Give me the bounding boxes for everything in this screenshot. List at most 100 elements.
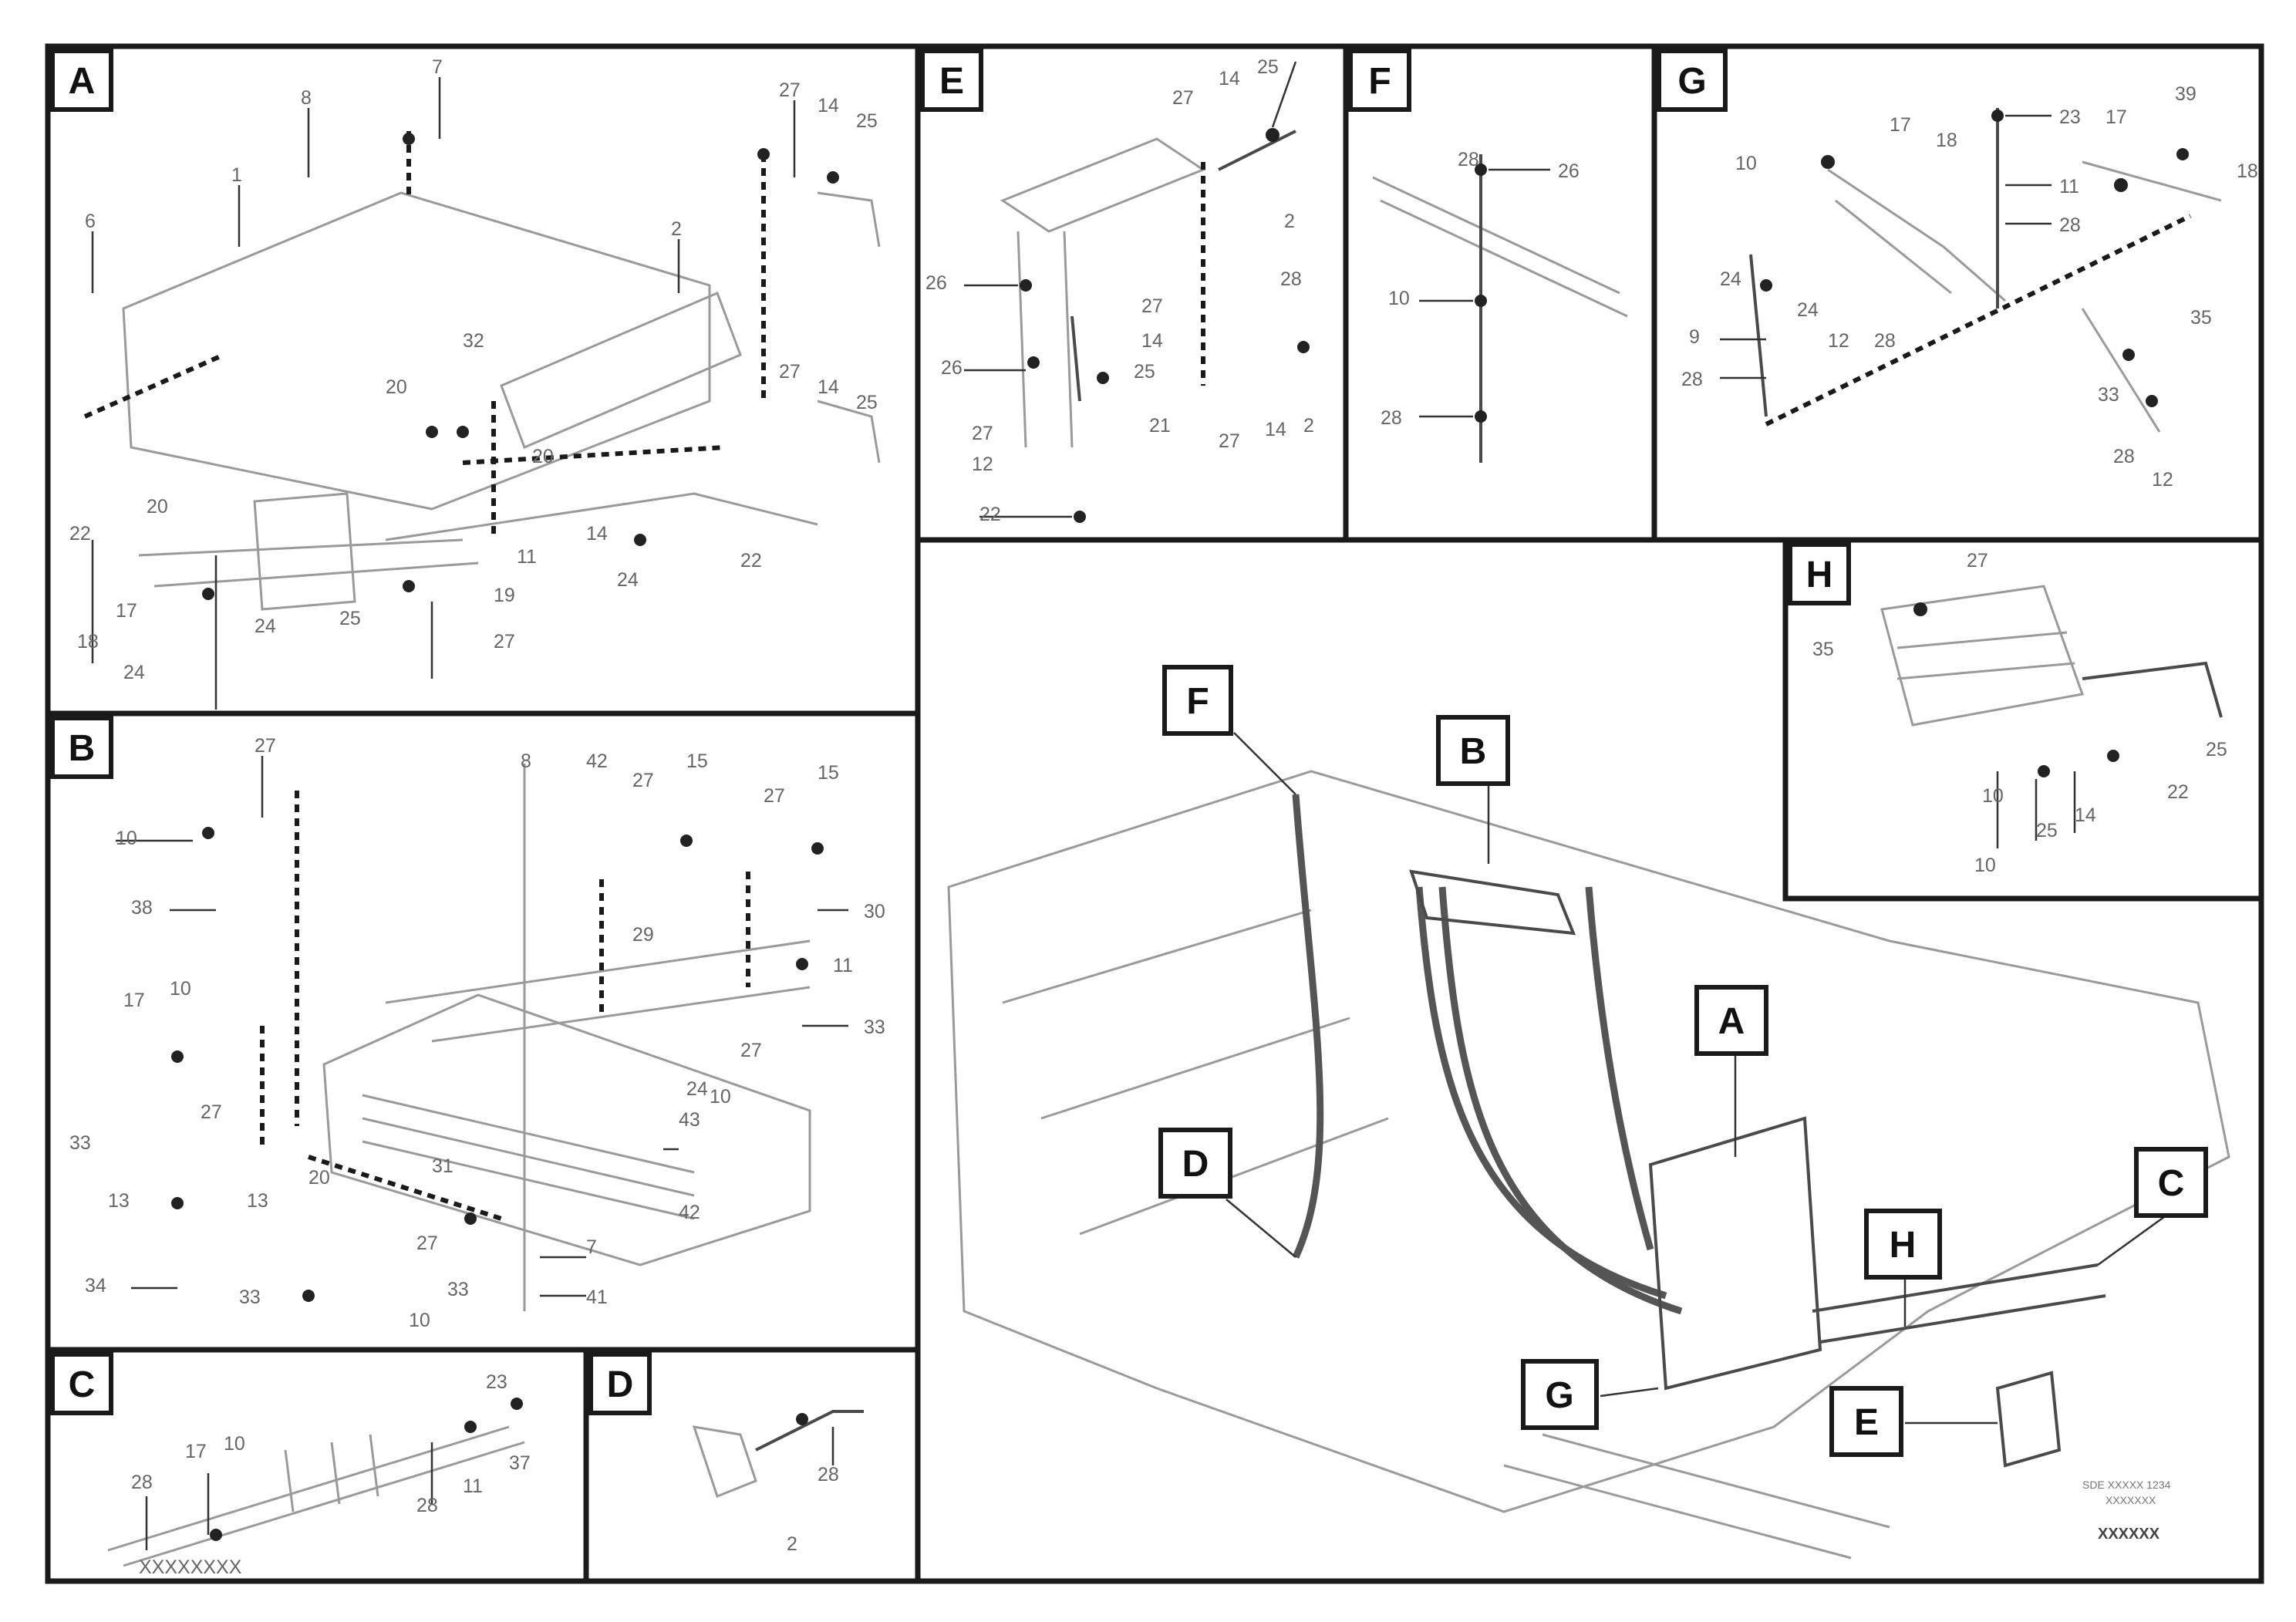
overview-marker-label: F <box>1186 681 1209 722</box>
svg-text:11: 11 <box>517 546 537 568</box>
panel-label-d: D <box>607 1364 634 1405</box>
svg-text:18: 18 <box>77 631 99 653</box>
panel-label-c: C <box>69 1364 96 1405</box>
svg-text:10: 10 <box>409 1310 430 1331</box>
svg-text:24: 24 <box>617 569 639 591</box>
svg-text:12: 12 <box>1828 330 1849 352</box>
svg-text:37: 37 <box>509 1452 531 1474</box>
svg-text:14: 14 <box>1219 68 1240 89</box>
svg-text:15: 15 <box>818 762 839 784</box>
svg-text:14: 14 <box>2075 804 2096 826</box>
svg-text:22: 22 <box>2167 781 2189 803</box>
svg-text:7: 7 <box>432 56 443 78</box>
svg-text:27: 27 <box>201 1101 222 1123</box>
svg-text:27: 27 <box>1967 550 1988 572</box>
svg-text:27: 27 <box>1141 295 1163 317</box>
svg-text:33: 33 <box>864 1017 885 1038</box>
svg-text:2: 2 <box>1303 415 1314 437</box>
panel-b-drawing: 27 8 42 27 15 27 15 10 38 30 29 11 33 17… <box>69 735 885 1331</box>
svg-text:10: 10 <box>1974 855 1996 876</box>
svg-text:18: 18 <box>2237 160 2258 182</box>
overview-marker-a: A <box>1694 985 1768 1056</box>
svg-text:30: 30 <box>864 901 885 922</box>
svg-text:10: 10 <box>1735 153 1757 174</box>
overview-machine-drawing <box>947 770 2230 1560</box>
panel-label-tag-e: E <box>920 49 983 112</box>
svg-text:24: 24 <box>1720 268 1741 290</box>
panel-label-tag-b: B <box>50 716 113 779</box>
svg-text:17: 17 <box>185 1441 207 1462</box>
svg-text:24: 24 <box>255 615 276 637</box>
overview-marker-c: C <box>2134 1147 2208 1218</box>
svg-text:12: 12 <box>972 454 993 475</box>
svg-text:22: 22 <box>69 523 91 545</box>
svg-text:20: 20 <box>386 376 407 398</box>
svg-text:8: 8 <box>301 87 312 109</box>
svg-text:10: 10 <box>116 828 137 849</box>
svg-text:12: 12 <box>2152 469 2173 491</box>
svg-text:43: 43 <box>679 1109 700 1131</box>
svg-text:17: 17 <box>116 600 137 622</box>
panel-label-f: F <box>1368 61 1391 102</box>
svg-text:20: 20 <box>147 496 168 518</box>
svg-text:26: 26 <box>925 272 947 294</box>
drawing-ref-line-1: SDE XXXXX 1234 <box>2082 1479 2171 1491</box>
svg-text:42: 42 <box>679 1202 700 1223</box>
svg-text:14: 14 <box>1265 419 1286 440</box>
svg-text:25: 25 <box>1134 361 1155 383</box>
svg-text:10: 10 <box>1982 785 2004 807</box>
svg-text:10: 10 <box>1388 288 1410 309</box>
svg-text:28: 28 <box>1381 407 1402 429</box>
svg-text:19: 19 <box>494 585 515 606</box>
overview-marker-label: H <box>1890 1225 1917 1266</box>
svg-text:17: 17 <box>1890 114 1911 136</box>
svg-text:2: 2 <box>787 1533 797 1555</box>
overview-marker-label: C <box>2158 1163 2185 1204</box>
overview-marker-f: F <box>1162 665 1233 736</box>
svg-text:25: 25 <box>339 608 361 629</box>
svg-text:18: 18 <box>1936 130 1957 151</box>
svg-text:7: 7 <box>586 1236 597 1258</box>
svg-text:41: 41 <box>586 1286 608 1308</box>
svg-text:39: 39 <box>2175 83 2197 105</box>
panel-label-e: E <box>939 61 964 102</box>
panel-label-b: B <box>69 728 96 769</box>
svg-text:27: 27 <box>1219 430 1240 452</box>
drawing-ref-line-2: XXXXXXX <box>2106 1494 2156 1506</box>
svg-text:28: 28 <box>818 1464 839 1485</box>
svg-text:35: 35 <box>2190 307 2212 329</box>
svg-text:38: 38 <box>131 897 153 919</box>
svg-text:28: 28 <box>131 1472 153 1493</box>
overview-marker-label: E <box>1854 1402 1879 1443</box>
svg-text:33: 33 <box>447 1279 469 1300</box>
panel-frames <box>45 43 2264 1584</box>
panel-label-tag-f: F <box>1348 49 1411 112</box>
panel-d-drawing: 28 2 <box>692 1410 864 1555</box>
svg-text:33: 33 <box>239 1286 261 1308</box>
svg-text:8: 8 <box>521 750 531 772</box>
svg-text:XXXXXXXX: XXXXXXXX <box>139 1556 242 1578</box>
overview-marker-label: D <box>1182 1144 1209 1185</box>
svg-text:28: 28 <box>416 1495 438 1516</box>
svg-text:9: 9 <box>1689 326 1700 348</box>
svg-text:28: 28 <box>1458 149 1479 170</box>
svg-text:17: 17 <box>2106 106 2127 128</box>
svg-text:20: 20 <box>308 1167 330 1189</box>
svg-text:27: 27 <box>255 735 276 757</box>
svg-text:13: 13 <box>247 1190 268 1212</box>
panel-label-h: H <box>1806 555 1833 595</box>
panel-label-tag-g: G <box>1657 49 1728 112</box>
svg-text:31: 31 <box>432 1155 453 1177</box>
svg-text:14: 14 <box>818 376 839 398</box>
panel-e-drawing: 27 14 25 2 28 26 26 27 14 25 21 27 14 2 … <box>925 56 1314 525</box>
svg-text:10: 10 <box>224 1433 245 1455</box>
overview-marker-d: D <box>1158 1128 1232 1199</box>
svg-text:28: 28 <box>1681 369 1703 390</box>
svg-text:27: 27 <box>779 361 801 383</box>
svg-text:6: 6 <box>85 211 96 232</box>
svg-text:10: 10 <box>710 1086 731 1108</box>
panel-f-drawing: 28 26 10 28 <box>1372 149 1628 463</box>
svg-text:26: 26 <box>941 357 963 379</box>
overview-marker-e: E <box>1829 1386 1903 1457</box>
